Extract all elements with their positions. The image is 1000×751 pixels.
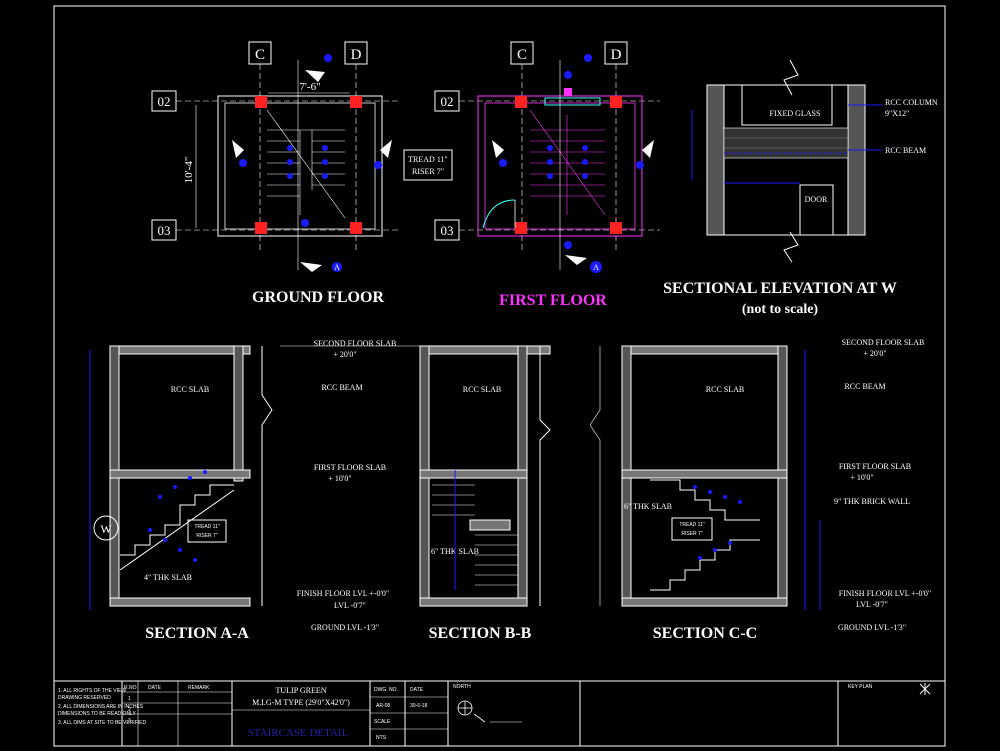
section-cc-tread: TREAD 11" <box>679 522 705 528</box>
dwg-no-value: AR-08 <box>376 703 390 709</box>
rev-header: R.NO <box>124 685 137 691</box>
brick-wall-label: 9" THK BRICK WALL <box>834 497 910 506</box>
section-aa-riser: RISER 7" <box>196 533 217 539</box>
north-arrow-icon <box>457 700 486 723</box>
plan-riser-note: RISER 7" <box>412 167 444 176</box>
grid-label-d: D <box>351 47 362 63</box>
note-line-1: 1. ALL RIGHTS OF THE VIEW <box>58 688 126 694</box>
plan-tread-note: TREAD 11" <box>408 155 448 164</box>
first-grid-label-c: C <box>517 47 527 63</box>
cc-ground-lvl-label: GROUND LVL -1'3" <box>838 623 906 632</box>
section-b-b: RCC SLAB 6" THK SLAB SECTION B-B <box>419 345 551 642</box>
project-type: M.I.G-M TYPE (29'0"X42'0") <box>252 698 350 707</box>
note-line-2: DRAWING RESERVED <box>58 695 111 701</box>
section-aa-title: SECTION A-A <box>145 625 249 642</box>
section-cc-rcc-slab: RCC SLAB <box>706 385 744 394</box>
door-label: DOOR <box>805 195 828 204</box>
section-bb-title: SECTION B-B <box>429 625 532 642</box>
cc-lvl-label: LVL -0'7" <box>856 600 888 609</box>
first-floor-plan: C D 02 03 <box>434 41 660 309</box>
ground-floor-plan: C D 02 03 <box>151 41 453 306</box>
second-floor-slab-label: SECOND FLOOR SLAB <box>314 339 397 348</box>
lvl-label-aa: LVL -0'7" <box>334 601 366 610</box>
section-c-c: RCC SLAB TREAD 11" RISER 7" 6" THK SLAB … <box>589 338 931 642</box>
w-marker: W <box>100 522 112 536</box>
first-grid-label-03: 03 <box>441 223 454 238</box>
section-level-labels: SECOND FLOOR SLAB + 20'0" RCC BEAM FIRST… <box>297 339 397 632</box>
rev-row-1: 1 <box>128 696 131 702</box>
section-cc-title: SECTION C-C <box>653 625 757 642</box>
first-floor-title: FIRST FLOOR <box>499 292 607 309</box>
cc-rcc-beam-label: RCC BEAM <box>844 382 885 391</box>
ground-floor-title: GROUND FLOOR <box>252 289 384 306</box>
grid-label-03: 03 <box>158 223 171 238</box>
date-value: 30-6-18 <box>410 703 427 709</box>
ground-lvl-label-aa: GROUND LVL -1'3" <box>311 623 379 632</box>
dwg-no-label: DWG. NO. <box>374 687 398 693</box>
fixed-glass-label: FIXED GLASS <box>770 109 821 118</box>
cc-first-floor-slab-label: FIRST FLOOR SLAB <box>839 462 911 471</box>
elevation-title: SECTIONAL ELEVATION AT W <box>663 280 897 297</box>
rcc-column-label: RCC COLUMN <box>885 98 938 107</box>
section-aa-4in-slab: 4" THK SLAB <box>144 573 192 582</box>
date-header: DATE <box>148 685 162 691</box>
scale-value: NTS <box>376 735 387 741</box>
cc-second-floor-level-label: + 20'0" <box>863 349 886 358</box>
grid-label-02: 02 <box>158 94 171 109</box>
remark-header: REMARK <box>188 685 210 691</box>
rcc-column-size: 9"X12" <box>885 109 909 118</box>
key-plan-compass-icon <box>919 683 931 695</box>
grid-label-c: C <box>255 47 265 63</box>
section-bb-rcc-slab: RCC SLAB <box>463 385 501 394</box>
scale-label: SCALE <box>374 719 391 725</box>
date-label: DATE <box>410 687 424 693</box>
elevation-rcc-beam-label: RCC BEAM <box>885 146 926 155</box>
rev-row-2: 2 <box>128 707 131 713</box>
second-floor-level-label: + 20'0" <box>333 350 356 359</box>
cc-finish-floor-label: FINISH FLOOR LVL +-0'0" <box>839 589 931 598</box>
section-marker-a-first: A <box>593 263 599 272</box>
cc-first-floor-level-label: + 10'0" <box>850 473 873 482</box>
first-grid-label-02: 02 <box>441 94 454 109</box>
section-marker-a-ground: A <box>334 263 340 272</box>
elevation-subtitle: (not to scale) <box>742 302 819 317</box>
first-grid-label-d: D <box>611 47 622 63</box>
plan-depth-dimension: 10'-4" <box>183 157 195 184</box>
section-aa-tread: TREAD 11" <box>194 524 220 530</box>
finish-floor-label-aa: FINISH FLOOR LVL +-0'0" <box>297 589 389 598</box>
section-cc-riser: RISER 7" <box>681 531 702 537</box>
plan-width-dimension: 7'-6" <box>299 81 320 93</box>
section-aa-rcc-slab: RCC SLAB <box>171 385 209 394</box>
drawing-title: STAIRCASE DETAIL <box>248 727 349 739</box>
cc-second-floor-slab-label: SECOND FLOOR SLAB <box>842 338 925 347</box>
note-line-4: DIMENSIONS TO BE READ ONLY <box>58 711 136 717</box>
rev-row-3: 3 <box>128 718 131 724</box>
sheet-border <box>53 5 946 747</box>
north-label: NORTH <box>453 684 471 690</box>
project-name: TULIP GREEN <box>275 686 326 695</box>
section-a-a: RCC SLAB TREAD 11" RISER 7" 4" THK SLAB … <box>89 345 420 642</box>
first-floor-slab-label: FIRST FLOOR SLAB <box>314 463 386 472</box>
sectional-elevation: FIXED GLASS DOOR RCC COLUMN 9"X12" RCC B… <box>663 59 938 317</box>
first-floor-level-label: + 10'0" <box>328 474 351 483</box>
section-cc-6in-slab: 6" THK SLAB <box>624 502 672 511</box>
rcc-beam-label-aa: RCC BEAM <box>321 383 362 392</box>
key-plan-label: KEY PLAN <box>848 684 873 690</box>
note-line-5: 3. ALL DIMS AT SITE TO BE VERIFIED <box>58 720 146 726</box>
note-line-3: 2. ALL DIMENSIONS ARE IN INCHES <box>58 704 144 710</box>
title-block: 1. ALL RIGHTS OF THE VIEW DRAWING RESERV… <box>54 680 945 746</box>
